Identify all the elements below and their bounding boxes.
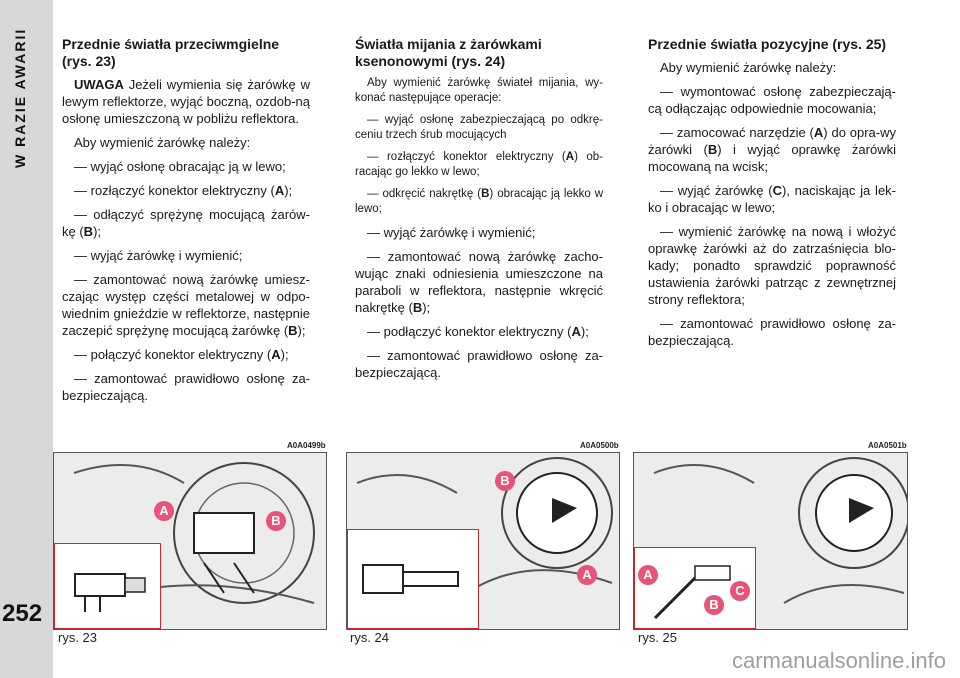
figure-caption: rys. 25	[638, 630, 678, 645]
engine-illustration	[63, 462, 315, 614]
column-fog-lights: Przednie światła przeciwmgielne (rys. 23…	[62, 36, 310, 411]
tool-inset	[634, 547, 756, 629]
step-text: — wymontować osłonę zabezpieczają-cą odł…	[648, 84, 896, 116]
step-text: — połączyć konektor elektryczny (A);	[74, 347, 289, 362]
step-text: — zamontować nową żarówkę umiesz-czając …	[62, 272, 310, 338]
figure-fog-light: A B	[53, 452, 327, 630]
watermark: carmanualsonline.info	[731, 648, 946, 673]
xenon-bulb-icon	[362, 564, 459, 594]
heading-fog-lights: Przednie światła przeciwmgielne (rys. 23…	[62, 36, 280, 69]
column-position-lights: Przednie światła pozycyjne (rys. 25) Aby…	[648, 36, 896, 356]
step-text: — zamontować prawidłowo osłonę za-bezpie…	[355, 348, 603, 380]
label-a-badge: A	[154, 501, 174, 521]
sidebar: W RAZIE AWARII 252	[0, 0, 53, 678]
tool-icon	[653, 565, 731, 620]
engine-illustration	[653, 457, 907, 604]
page-number: 252	[2, 600, 43, 627]
step-text: — zamocować narzędzie (A) do opra-wy żar…	[648, 125, 897, 174]
intro-text: Aby wymienić żarówkę należy:	[660, 60, 837, 75]
heading-xenon-lights: Światła mijania z żarówkami ksenonowymi …	[355, 36, 542, 69]
label-b-badge: B	[266, 511, 286, 531]
figure-xenon-light: B A	[346, 452, 620, 630]
label-b-badge: B	[704, 595, 724, 615]
engine-illustration	[356, 457, 613, 594]
label-a-badge: A	[577, 565, 597, 585]
intro-text: Aby wymienić żarówkę świateł mijania, wy…	[355, 77, 603, 104]
figure-code: A0A0501b	[868, 441, 907, 450]
xenon-bulb-inset	[347, 529, 479, 629]
warning-label: UWAGA	[74, 77, 124, 92]
intro-text: Aby wymienić żarówkę należy:	[74, 135, 251, 150]
step-text: — podłączyć konektor elektryczny (A);	[367, 324, 589, 339]
figure-code: A0A0500b	[580, 441, 619, 450]
step-text: — rozłączyć konektor elektryczny (A) ob-…	[355, 151, 603, 178]
step-text: — odłączyć sprężynę mocującą żarów-kę (B…	[62, 207, 310, 239]
step-text: — odkręcić nakrętkę (B) obracając ją lek…	[355, 188, 603, 215]
label-b-badge: B	[495, 471, 515, 491]
step-text: — wymienić żarówkę na nową i włożyć opra…	[648, 224, 896, 307]
label-c-badge: C	[730, 581, 750, 601]
figure-caption: rys. 23	[58, 630, 98, 645]
step-text: — rozłączyć konektor elektryczny (A);	[74, 183, 293, 198]
bulb-inset	[54, 543, 161, 629]
warning-paragraph: UWAGA Jeżeli wymienia się żarówkę w lewy…	[62, 77, 310, 126]
step-text: — wyjąć żarówkę (C), naciskając ja lek-k…	[648, 183, 896, 215]
step-text: — zamontować prawidłowo osłonę za-bezpie…	[648, 316, 896, 348]
label-a-badge: A	[638, 565, 658, 585]
figure-caption: rys. 24	[350, 630, 390, 645]
column-xenon-lights: Światła mijania z żarówkami ksenonowymi …	[355, 36, 603, 388]
figure-code: A0A0499b	[287, 441, 326, 450]
heading-position-lights: Przednie światła pozycyjne (rys. 25)	[648, 36, 887, 52]
section-title: W RAZIE AWARII	[12, 28, 28, 169]
step-text: — wyjąć żarówkę i wymienić;	[74, 248, 243, 263]
step-text: — wyjąć osłonę zabezpieczającą po odkrę-…	[355, 114, 603, 141]
step-text: — wyjąć żarówkę i wymienić;	[367, 225, 536, 240]
figure-position-light: A B C	[633, 452, 908, 630]
bulb-icon	[74, 573, 146, 612]
step-text: — wyjąć osłonę obracając ją w lewo;	[74, 159, 286, 174]
step-text: — zamontować prawidłowo osłonę za-bezpie…	[62, 371, 310, 403]
step-text: — zamontować nową żarówkę zacho-wując zn…	[355, 249, 603, 315]
